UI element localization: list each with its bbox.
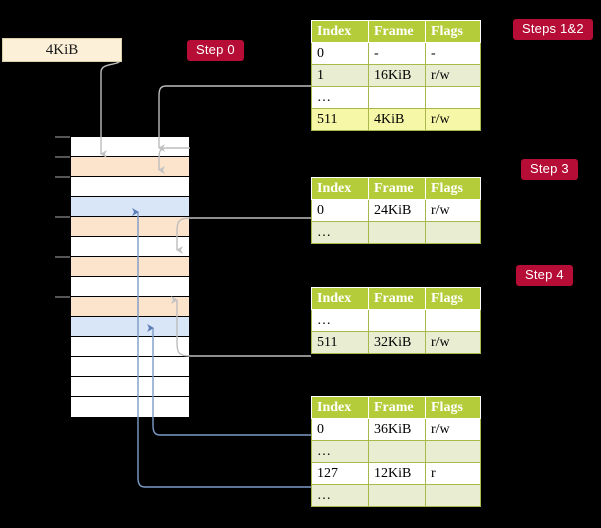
table-cell: r/w: [425, 331, 481, 354]
column-header-flags: Flags: [425, 177, 481, 200]
table-cell: 511: [311, 331, 369, 354]
table-cell: 511: [311, 108, 369, 131]
table-row: …: [311, 440, 481, 463]
memory-row-tick: [55, 176, 70, 178]
memory-row-tick: [55, 156, 70, 158]
table-cell: r/w: [425, 108, 481, 131]
table-row: 0--: [311, 42, 481, 65]
memory-frame-row: [71, 377, 189, 397]
source-frame-box: 4KiB: [2, 38, 122, 62]
column-header-index: Index: [311, 177, 369, 200]
table-cell: r/w: [425, 199, 481, 222]
column-header-frame: Frame: [368, 287, 426, 310]
table-cell: [368, 86, 426, 109]
memory-column-divider: [190, 136, 191, 416]
memory-frame-row: [71, 297, 189, 317]
table-cell: [368, 484, 426, 507]
badge-step-4: Step 4: [516, 265, 573, 286]
table-cell: 0: [311, 42, 369, 65]
memory-frame-row: [71, 197, 189, 217]
table-cell: 12KiB: [368, 462, 426, 485]
column-header-frame: Frame: [368, 396, 426, 419]
physical-memory-column: [70, 136, 190, 417]
memory-frame-row: [71, 397, 189, 417]
table-cell: [425, 484, 481, 507]
column-header-flags: Flags: [425, 20, 481, 43]
memory-frame-row: [71, 337, 189, 357]
memory-frame-row: [71, 217, 189, 237]
column-header-index: Index: [311, 20, 369, 43]
pointer-wire-gray: [176, 217, 311, 254]
pointer-wire-gray: [171, 296, 311, 357]
table-cell: [425, 221, 481, 244]
table-cell: 1: [311, 64, 369, 87]
table-row: …: [311, 221, 481, 244]
column-header-frame: Frame: [368, 20, 426, 43]
memory-frame-row: [71, 277, 189, 297]
memory-row-tick: [55, 216, 70, 218]
table-cell: -: [368, 42, 426, 65]
table-row: …: [311, 86, 481, 109]
column-header-index: Index: [311, 396, 369, 419]
table-cell: -: [425, 42, 481, 65]
table-cell: 32KiB: [368, 331, 426, 354]
table-cell: r/w: [425, 418, 481, 441]
table-cell: [368, 309, 426, 332]
column-header-index: Index: [311, 287, 369, 310]
table-cell: …: [311, 221, 369, 244]
memory-frame-row: [71, 317, 189, 337]
table-cell: [425, 440, 481, 463]
memory-frame-row: [71, 237, 189, 257]
memory-frame-row: [71, 177, 189, 197]
badge-step-0: Step 0: [187, 40, 244, 61]
table-row: …: [311, 309, 481, 332]
column-header-flags: Flags: [425, 287, 481, 310]
table-cell: [368, 440, 426, 463]
table-cell: [425, 309, 481, 332]
table-cell: 16KiB: [368, 64, 426, 87]
table-cell: 127: [311, 462, 369, 485]
table-cell: 24KiB: [368, 199, 426, 222]
table-cell: …: [311, 440, 369, 463]
badge-step-3: Step 3: [521, 159, 578, 180]
source-frame-label: 4KiB: [45, 41, 79, 58]
column-header-frame: Frame: [368, 177, 426, 200]
memory-frame-row: [71, 357, 189, 377]
memory-frame-row: [71, 257, 189, 277]
memory-row-tick: [55, 136, 70, 138]
memory-frame-row: [71, 157, 189, 177]
table-cell: …: [311, 309, 369, 332]
table-cell: …: [311, 86, 369, 109]
memory-frame-row: [71, 137, 189, 157]
table-cell: 4KiB: [368, 108, 426, 131]
memory-row-tick: [55, 256, 70, 258]
badge-steps-1-2: Steps 1&2: [513, 19, 593, 40]
memory-row-tick: [55, 296, 70, 298]
table-row: …: [311, 484, 481, 507]
table-cell: [425, 86, 481, 109]
table-cell: r: [425, 462, 481, 485]
table-cell: 36KiB: [368, 418, 426, 441]
table-cell: r/w: [425, 64, 481, 87]
column-header-flags: Flags: [425, 396, 481, 419]
table-cell: 0: [311, 199, 369, 222]
table-cell: 0: [311, 418, 369, 441]
table-cell: [368, 221, 426, 244]
table-cell: …: [311, 484, 369, 507]
